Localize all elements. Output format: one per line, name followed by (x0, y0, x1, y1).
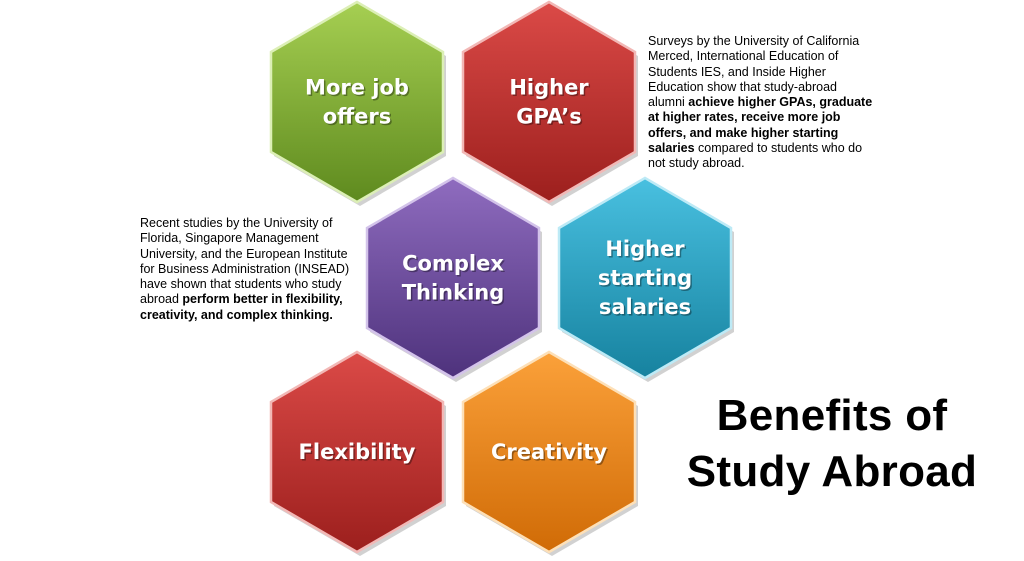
hexagon-shape (365, 176, 541, 380)
hexagon-label: GPA’s (516, 105, 582, 129)
hexagon-label-shadow: offers (324, 106, 393, 130)
hexagon-label: Higher (605, 237, 685, 261)
hexagon-shape (269, 0, 445, 204)
hexagon-label: starting (598, 266, 692, 290)
title-line-2: Study Abroad (686, 447, 978, 496)
note-right-surveys: Surveys by the University of California … (648, 34, 873, 172)
hexagon-label-shadow: starting (599, 268, 693, 292)
hexagon-shape (269, 350, 445, 554)
hexagon-label: Complex (402, 252, 504, 276)
note-right-segment: Surveys by the University of California … (648, 34, 860, 110)
page-title: Benefits of Study Abroad (672, 388, 992, 500)
hexagon-label-shadow: Creativity (492, 442, 608, 466)
title-line-1: Benefits of (716, 391, 948, 440)
hexagon-label: offers (323, 105, 392, 129)
hexagon-label-shadow: Complex (404, 253, 506, 277)
hexagon-shape (461, 0, 637, 204)
hexagon-shape (461, 350, 637, 554)
hexagon-label: Flexibility (299, 440, 416, 464)
hexagon-higher-starting-salaries: HigherHigherstartingstartingsalariessala… (557, 176, 734, 382)
hexagon-label-shadow: More job (307, 77, 411, 101)
hexagon-shape (557, 176, 733, 380)
hexagon-label-shadow: Flexibility (300, 442, 417, 466)
hexagon-label-shadow: Higher (511, 77, 591, 101)
note-right-segment: compared to students who do not study ab… (648, 141, 863, 171)
hexagon-label: salaries (599, 295, 691, 319)
note-right-segment: achieve higher GPAs, graduate at higher … (648, 95, 873, 156)
hexagon-label: More job (305, 76, 409, 100)
hexagon-label-shadow: Thinking (403, 282, 506, 306)
hexagon-label-shadow: Higher (607, 239, 687, 263)
hexagon-label-shadow: GPA’s (518, 106, 584, 130)
note-left-studies: Recent studies by the University of Flor… (140, 216, 352, 323)
hexagon-label: Creativity (491, 440, 607, 464)
hexagon-label: Thinking (402, 281, 505, 305)
hexagon-label-shadow: salaries (600, 297, 692, 321)
note-left-segment: perform better in flexibility, creativit… (140, 292, 343, 322)
note-left-segment: Recent studies by the University of Flor… (140, 216, 350, 307)
hexagon-label: Higher (509, 76, 589, 100)
